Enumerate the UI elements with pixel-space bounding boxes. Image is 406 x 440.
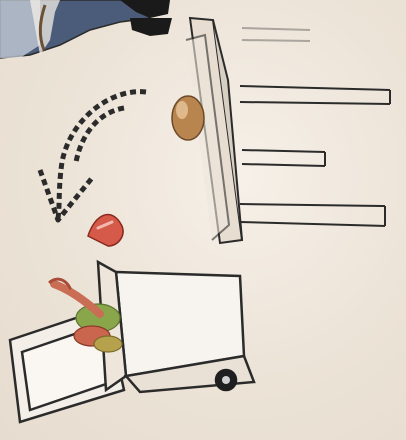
dashed-curved-arrow (40, 92, 146, 220)
hand-pushing (50, 279, 100, 314)
person-legs (0, 0, 172, 58)
wooden-table (186, 18, 390, 243)
red-pointer (88, 215, 123, 246)
wheeled-cart (10, 262, 254, 422)
food-on-table (172, 96, 204, 140)
